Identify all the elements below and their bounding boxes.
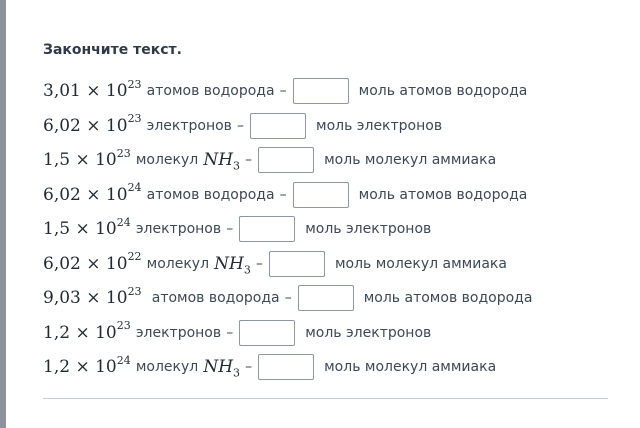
unit-label: моль атомов водорода [358,186,528,203]
answer-input-8[interactable] [239,319,296,346]
particle-label: электронов [135,324,222,341]
answer-input-5[interactable] [239,216,296,243]
unit-label: моль электронов [316,117,443,134]
particle-label: молекул [146,255,210,272]
bottom-divider [43,398,608,399]
quantity: 6,02 × 1024 [43,181,142,205]
ammonia-formula: NH3 [203,150,241,173]
unit-label: моль электронов [305,324,432,341]
fill-in-task: 3,01 × 1023 атомов водорода – моль атомо… [43,74,532,385]
task-row-6: 6,02 × 1022 молекул NH3 – моль молекул а… [43,247,532,282]
quantity: 1,5 × 1023 [43,146,131,171]
dash: – [237,117,245,134]
particle-label: молекул [135,359,199,376]
dash: – [284,290,292,307]
particle-label: атомов водорода [151,290,280,307]
task-row-3: 1,5 × 1023 молекул NH3 – моль молекул ам… [43,143,532,178]
answer-input-6[interactable] [268,250,325,277]
dash: – [226,324,234,341]
answer-input-9[interactable] [258,354,315,381]
particle-label: электронов [135,221,222,238]
task-row-4: 6,02 × 1024 атомов водорода – моль атомо… [43,178,532,213]
dash: – [226,221,234,238]
answer-input-4[interactable] [292,181,349,208]
unit-label: моль электронов [305,221,432,238]
dash: – [255,255,263,272]
ammonia-formula: NH3 [203,357,241,380]
task-title: Закончите текст. [43,42,182,58]
quantity: 6,02 × 1023 [43,112,142,136]
particle-label: атомов водорода [146,186,275,203]
answer-input-2[interactable] [250,112,307,139]
task-row-1: 3,01 × 1023 атомов водорода – моль атомо… [43,74,532,109]
task-row-8: 1,2 × 1023 электронов – моль электронов [43,316,532,351]
quantity: 1,2 × 1024 [43,353,131,378]
dash: – [245,152,253,169]
particle-label: атомов водорода [146,83,275,100]
task-row-9: 1,2 × 1024 молекул NH3 – моль молекул ам… [43,350,532,385]
ammonia-formula: NH3 [214,253,251,277]
unit-label: моль молекул аммиака [324,359,497,376]
quantity: 6,02 × 1022 [43,250,142,274]
task-row-7: 9,03 × 1023 атомов водорода – моль атомо… [43,281,532,316]
quantity: 9,03 × 1023 [43,284,142,309]
dash: – [245,359,253,376]
answer-input-3[interactable] [258,147,315,174]
quantity: 1,5 × 1024 [43,215,131,240]
answer-input-1[interactable] [292,78,349,105]
unit-label: моль атомов водорода [358,83,528,100]
task-row-5: 1,5 × 1024 электронов – моль электронов [43,212,532,247]
dash: – [279,186,287,203]
particle-label: молекул [135,152,199,169]
left-accent-bar [0,0,6,428]
unit-label: моль молекул аммиака [334,255,507,272]
dash: – [279,83,287,100]
quantity: 1,2 × 1023 [43,319,131,343]
unit-label: моль молекул аммиака [324,152,497,169]
particle-label: электронов [146,117,232,134]
quantity: 3,01 × 1023 [43,77,142,102]
unit-label: моль атомов водорода [363,290,533,307]
task-row-2: 6,02 × 1023 электронов – моль электронов [43,109,532,144]
answer-input-7[interactable] [297,285,354,312]
